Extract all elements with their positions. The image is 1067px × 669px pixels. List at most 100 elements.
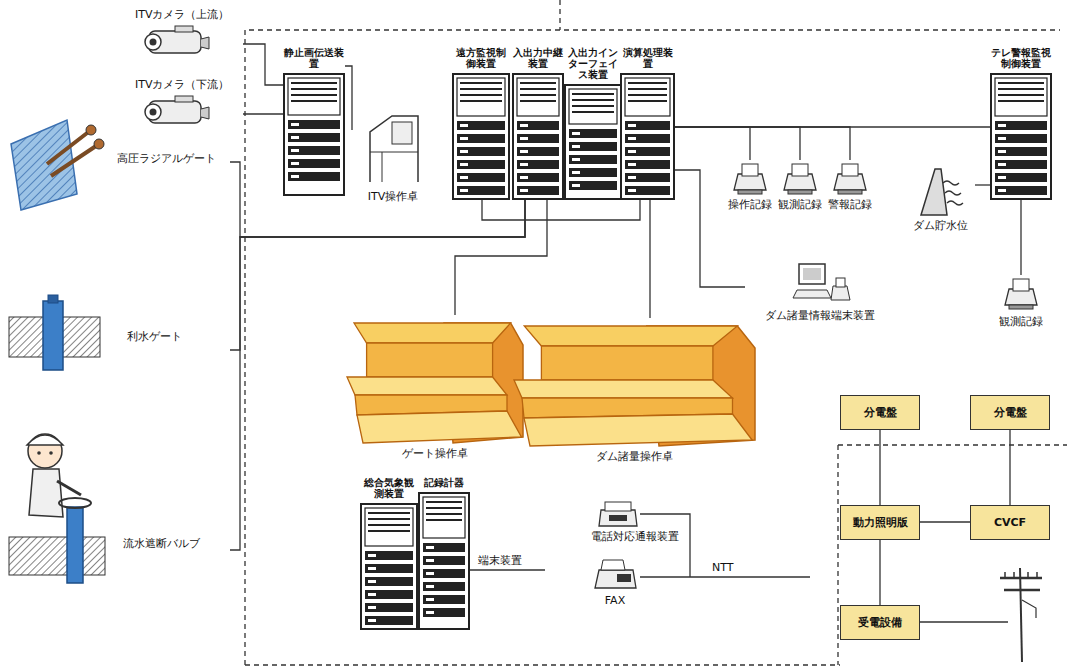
equipment-node: 電話対応通報装置 — [575, 500, 695, 550]
equipment-node: 利水ゲート — [5, 290, 230, 375]
node-label: ITVカメラ（上流） — [135, 8, 243, 21]
node-label: ゲート操作卓 — [345, 447, 525, 460]
equipment-box: 分電盤 — [970, 395, 1050, 430]
node-label: ダム諸量操作卓 — [512, 450, 757, 463]
cab-icon — [360, 503, 418, 630]
node-label: 遠方監視制御装置 — [452, 48, 510, 70]
node-label: 警報記録 — [826, 198, 874, 211]
prn-icon — [832, 160, 868, 196]
wire — [975, 184, 990, 185]
wire — [455, 200, 547, 315]
node-label: 静止画伝送装置 — [283, 48, 345, 70]
wire — [230, 200, 525, 550]
equipment-node: FAX — [585, 558, 645, 616]
equipment-node: 総合気象観測装置 — [360, 478, 418, 630]
node-label: ITV操作卓 — [352, 190, 434, 203]
equipment-node: ITVカメラ（下流） — [135, 78, 243, 136]
wire — [1009, 430, 1010, 505]
wire — [243, 44, 283, 85]
equipment-node: 遠方監視制御装置 — [452, 48, 510, 200]
node-label: ダム貯水位 — [905, 219, 975, 232]
cab-icon — [283, 73, 345, 196]
wire — [675, 127, 850, 160]
utility-pole — [1000, 568, 1042, 662]
boundary-dashed — [245, 0, 1067, 665]
node-label: テレ警報監視制御装置 — [990, 48, 1052, 70]
cab-icon — [620, 73, 675, 200]
node-label: CVCF — [994, 516, 1026, 529]
node-label: 入出力インターフェイス装置 — [564, 48, 622, 81]
equipment-node: ITV操作卓 — [352, 112, 434, 210]
wire — [675, 127, 800, 160]
wire — [675, 127, 750, 160]
equipment-node: 警報記録 — [826, 160, 874, 220]
equipment-node: 観測記録 — [992, 275, 1050, 347]
node-label: FAX — [585, 594, 645, 607]
equipment-node: 流水遮断バルブ — [5, 425, 230, 585]
node-label: 高圧ラジアルゲート — [117, 152, 229, 165]
prn-icon — [732, 160, 768, 196]
equipment-node: 静止画伝送装置 — [283, 48, 345, 196]
con-icon — [512, 318, 757, 448]
wire — [920, 521, 970, 522]
equipment-node: 入出力中継装置 — [512, 48, 564, 200]
node-label: 流水遮断バルブ — [123, 537, 231, 550]
itv-icon — [362, 112, 424, 188]
node-label: 観測記録 — [776, 198, 824, 211]
wire — [1020, 200, 1021, 275]
wire — [345, 66, 352, 130]
node-label: 観測記録 — [992, 315, 1050, 328]
node-label: 利水ゲート — [127, 330, 227, 343]
cam-icon — [135, 25, 243, 64]
equipment-node: ITVカメラ（上流） — [135, 8, 243, 64]
node-label: 受電設備 — [858, 616, 902, 629]
phone-icon — [597, 500, 639, 528]
cab-icon — [418, 492, 470, 630]
node-label: 入出力中継装置 — [512, 48, 564, 70]
dam-icon — [917, 165, 963, 217]
equipment-node: 演算処理装置 — [620, 48, 675, 200]
node-label: 分電盤 — [994, 406, 1027, 419]
fax-icon — [593, 558, 637, 592]
radial-icon — [7, 114, 105, 210]
wire — [230, 200, 525, 350]
cam-icon — [135, 95, 243, 136]
wire — [470, 514, 1008, 622]
equipment-node: ダム貯水位 — [905, 165, 975, 245]
equipment-node: ゲート操作卓 — [345, 315, 525, 475]
wire — [649, 200, 650, 318]
node-label: 動力照明版 — [853, 516, 908, 529]
node-label: 総合気象観測装置 — [360, 478, 418, 500]
con-icon — [345, 315, 525, 445]
equipment-box: CVCF — [970, 505, 1050, 540]
equipment-node: ダム諸量操作卓 — [512, 318, 757, 476]
node-label: 分電盤 — [864, 406, 897, 419]
equipment-box: 動力照明版 — [840, 505, 920, 540]
node-label: 操作記録 — [726, 198, 774, 211]
equipment-node: 操作記録 — [726, 160, 774, 220]
cab-icon — [512, 73, 564, 200]
intake-icon — [7, 295, 102, 370]
cab-icon — [564, 84, 622, 200]
wire — [482, 200, 640, 220]
equipment-node: 観測記録 — [776, 160, 824, 220]
prn-icon — [782, 160, 818, 196]
node-label: 演算処理装置 — [620, 48, 675, 70]
equipment-box: 分電盤 — [840, 395, 920, 430]
wire-label: 端末装置 — [476, 553, 524, 568]
equipment-node: 記録計器 — [418, 478, 470, 630]
wire — [879, 430, 880, 505]
node-label: ダム諸量情報端末装置 — [745, 309, 895, 322]
term-icon — [795, 262, 850, 307]
prn-icon — [1003, 275, 1039, 313]
equipment-node: ダム諸量情報端末装置 — [745, 262, 895, 347]
valve-icon — [7, 425, 107, 583]
node-label: 電話対応通報装置 — [575, 530, 695, 543]
equipment-node: 入出力インターフェイス装置 — [564, 48, 622, 200]
equipment-node: 高圧ラジアルゲート — [5, 112, 230, 212]
cab-icon — [452, 73, 510, 200]
wire-label: NTT — [710, 561, 735, 574]
equipment-node: テレ警報監視制御装置 — [990, 48, 1052, 200]
equipment-box: 受電設備 — [840, 605, 920, 640]
wire — [243, 113, 283, 114]
